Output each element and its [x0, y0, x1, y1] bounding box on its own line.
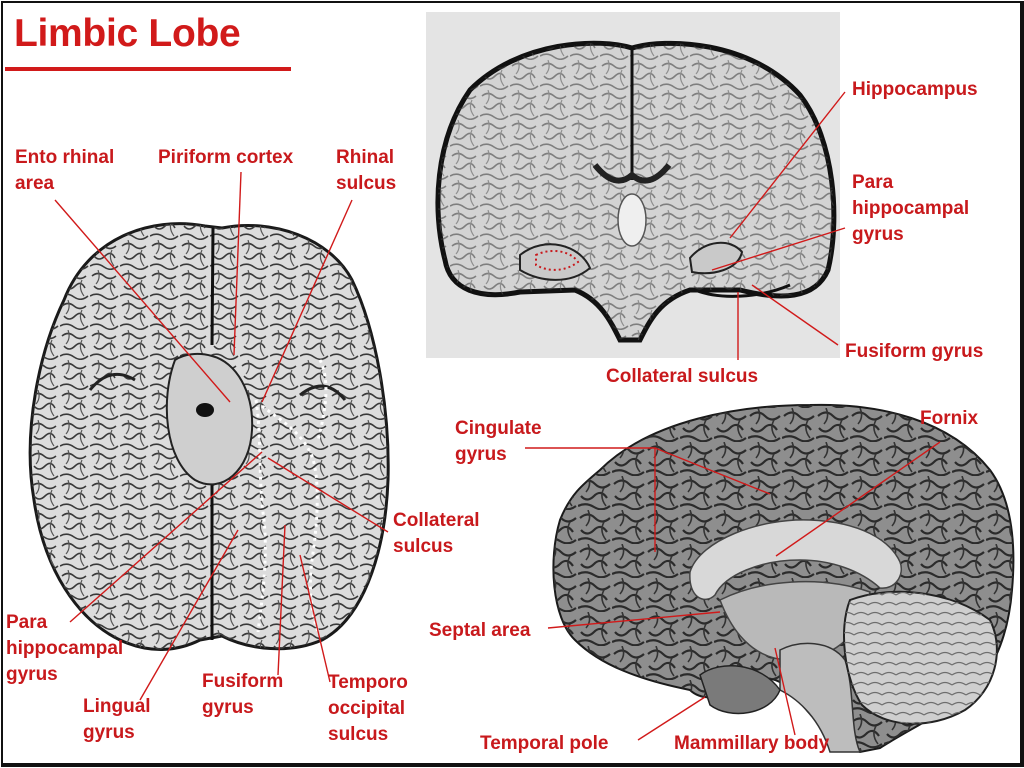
leader-mammillary — [774, 647, 796, 736]
leader-fusiform-coronal — [751, 284, 839, 346]
label-fusiform-gyrus-ventral: Fusiform gyrus — [202, 671, 284, 718]
label-cingulate-gyrus: Cingulate gyrus — [455, 418, 542, 465]
leader-fusiform-ventral — [277, 524, 286, 676]
label-para-hippocampal-gyrus-ventral: Para hippocampal gyrus — [6, 612, 124, 685]
page-title: Limbic Lobe — [14, 12, 241, 55]
label-lingual-gyrus: Lingual gyrus — [83, 696, 151, 743]
label-mammillary-body: Mammillary body — [674, 733, 830, 754]
leader-septal — [547, 611, 721, 629]
label-fusiform-gyrus-coronal: Fusiform gyrus — [845, 341, 984, 362]
label-collateral-sulcus-coronal: Collateral sulcus — [606, 366, 759, 387]
leader-cingulate-b — [654, 447, 771, 495]
label-septal-area: Septal area — [429, 620, 531, 641]
leader-piriform — [233, 171, 242, 356]
leader-temporo-occipital — [299, 554, 331, 683]
leader-temporal-pole — [637, 696, 706, 741]
label-temporo-occipital-sulcus: Temporo occipital sulcus — [328, 672, 408, 745]
label-hippocampus: Hippocampus — [852, 79, 978, 100]
label-ento-rhinal-area: Ento rhinal area — [15, 147, 115, 194]
leader-parahippo-coronal — [711, 227, 846, 271]
leader-lingual — [139, 529, 239, 701]
label-temporal-pole: Temporal pole — [480, 733, 609, 754]
coronal-section-image — [426, 12, 840, 358]
leader-fornix — [775, 441, 941, 557]
leader-parahippo-ventral — [69, 451, 263, 623]
label-fornix: Fornix — [920, 408, 979, 429]
medial-brain-image — [552, 403, 1015, 754]
label-rhinal-sulcus: Rhinal sulcus — [336, 147, 397, 194]
title-underline — [5, 67, 291, 71]
label-collateral-sulcus-ventral: Collateral sulcus — [393, 510, 480, 557]
label-para-hippocampal-gyrus-coronal: Para hippocampal gyrus — [852, 172, 970, 245]
leader-lines — [54, 91, 941, 741]
leader-hippocampus — [729, 91, 846, 239]
leader-ento-rhinal — [54, 199, 231, 403]
label-piriform-cortex: Piriform cortex — [158, 147, 294, 168]
ventral-brain-image — [28, 222, 390, 651]
leader-rhinal-sulcus — [261, 199, 353, 403]
leader-collateral-ventral — [267, 457, 389, 533]
